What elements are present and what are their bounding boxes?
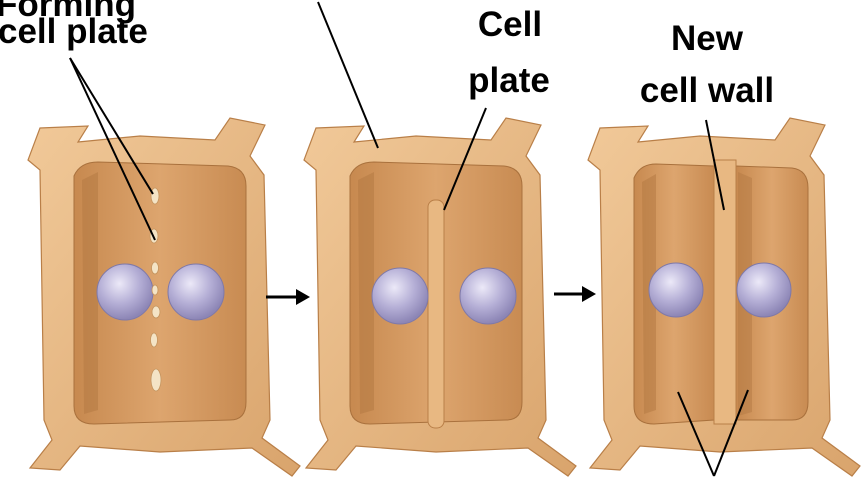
- arrow-1: [266, 289, 310, 305]
- cell-1-nucleus-right: [168, 264, 224, 320]
- cell-1-vesicle: [152, 285, 158, 295]
- cell-2-cell-plate: [428, 200, 444, 428]
- cell-1-vesicle: [152, 262, 159, 274]
- cell-3: [588, 118, 860, 476]
- cell-3-new-cell-wall: [714, 160, 736, 424]
- cell-1-nucleus-left: [97, 264, 153, 320]
- cell-2-nucleus-right: [460, 268, 516, 324]
- arrow-2: [554, 286, 596, 302]
- cell-1-vesicle: [151, 188, 159, 204]
- cell-3-nucleus-right: [737, 263, 791, 317]
- label-plate: plate: [449, 62, 569, 101]
- label-cell: Cell: [460, 6, 560, 45]
- cell-1-vesicle: [151, 333, 158, 347]
- cell-2: [304, 118, 576, 476]
- cell-1-vesicle: [152, 306, 160, 318]
- cell-2-nucleus-left: [372, 268, 428, 324]
- label-cell-wall: cell wall: [612, 72, 802, 111]
- label-new: New: [612, 20, 802, 59]
- label-forming-cell-plate: cell plate: [0, 13, 148, 52]
- cell-3-nucleus-left: [649, 263, 703, 317]
- cell-1-vesicle: [151, 369, 161, 391]
- cell-1: [28, 118, 300, 476]
